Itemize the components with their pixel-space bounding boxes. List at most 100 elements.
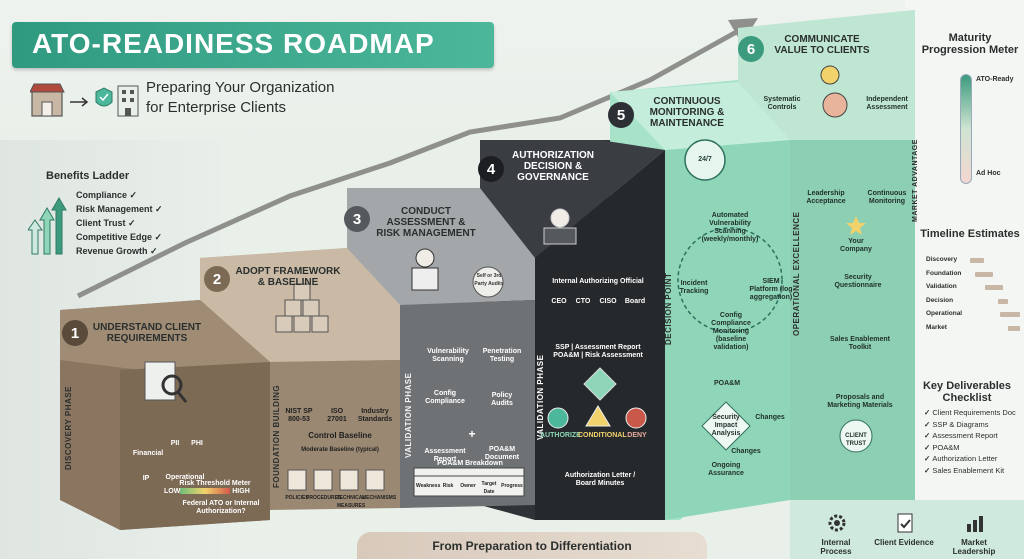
benefits-title: Benefits Ladder	[46, 170, 130, 182]
check-icon: ✓	[924, 442, 933, 452]
risk-low: LOW	[164, 488, 181, 495]
timeline-bar	[975, 271, 993, 277]
your-company: Your Company	[840, 238, 872, 253]
role-board: Board	[624, 298, 646, 305]
poam-table	[413, 467, 525, 497]
poam-col: Risk	[442, 483, 454, 489]
role-ceo: CEO	[551, 298, 567, 305]
role-ciso: CISO	[599, 298, 617, 305]
moderate-baseline: Moderate Baseline (typical)	[301, 447, 379, 453]
timeline-bar	[970, 258, 984, 263]
footer-banner: From Preparation to Differentiation	[357, 532, 707, 559]
ongoing-assurance: Ongoing Assurance	[708, 462, 744, 477]
evidence-doc-icon	[897, 513, 913, 533]
timeline-label: Decision	[926, 296, 954, 304]
step-4-phase: VALIDATION PHASE	[536, 354, 545, 440]
authorizing-official: Internal Authorizing Official	[552, 278, 644, 285]
step5-front	[665, 140, 790, 520]
standard-industry: Industry Standards	[357, 408, 393, 423]
subtitle-line-2: for Enterprise Clients	[146, 99, 287, 116]
step1-item-operational: Operational	[165, 474, 205, 481]
conditional-icon	[585, 405, 611, 427]
leadership-acceptance: Leadership Acceptance	[806, 190, 846, 205]
standard-nist: NIST SP 800-53	[285, 408, 313, 423]
market-leadership-label: Market Leadership	[952, 538, 996, 556]
poam-col: Target Date	[481, 481, 497, 495]
pillars-icon	[287, 469, 385, 491]
timeline-row: Market	[926, 324, 1020, 334]
subtitle: Preparing Your Organization for Enterpri…	[146, 78, 334, 118]
risk-meter-title: Risk Threshold Meter	[179, 480, 251, 487]
deny-icon	[625, 407, 647, 429]
changes-label: Changes	[755, 414, 785, 421]
pillar-policies: POLICIES	[285, 495, 309, 501]
independent-assessment: Independent Assessment	[866, 96, 908, 111]
maturity-meter-title: Maturity Progression Meter	[921, 32, 1019, 56]
cycle-siem: SIEM Platform (log aggregation)	[749, 278, 793, 301]
timeline-row: Foundation	[926, 270, 1020, 280]
cycle-incident: Incident Tracking	[679, 280, 709, 295]
leadership-chart-icon	[967, 516, 983, 532]
step3-item-report: Assessment Report	[424, 448, 466, 463]
step-3-label: CONDUCT ASSESSMENT & RISK MANAGEMENT	[376, 206, 476, 239]
check-icon: ✓	[924, 431, 933, 440]
poam-table-title: POA&M Breakdown	[437, 460, 503, 467]
step5-top	[610, 82, 790, 150]
checklist-item: ✓ POA&M	[924, 442, 960, 452]
check-icon: ✓	[924, 419, 933, 429]
step3-item-policy: Policy Audits	[491, 392, 513, 407]
meter-low-label: Ad Hoc	[976, 170, 1001, 177]
timeline-label: Foundation	[926, 269, 962, 277]
footer-icons: Internal Process Client Evidence Market …	[790, 500, 1024, 559]
deliverables-checklist: ✓ Client Requirements Doc ✓ SSP & Diagra…	[924, 407, 1016, 476]
timeline-bar	[1007, 325, 1020, 331]
step-1-phase: DISCOVERY PHASE	[64, 386, 73, 470]
timeline-bar	[997, 298, 1008, 304]
pillar-technical: TECHNICAL MEASURES	[336, 495, 366, 509]
timeline-label: Operational	[926, 310, 963, 317]
cycle-poam: POA&M	[713, 380, 741, 387]
authorization-letter: Authorization Letter / Board Minutes	[564, 472, 636, 487]
step-5-label: CONTINUOUS MONITORING & MAINTENANCE	[649, 96, 725, 129]
risk-meter-bar	[180, 488, 230, 494]
pillar-mechanisms: MECHANISMS	[362, 495, 397, 501]
step-2-phase: FOUNDATION BUILDING	[272, 384, 281, 488]
risk-high: HIGH	[232, 488, 250, 495]
decision-docs: SSP | Assessment Report POA&M | Risk Ass…	[553, 344, 643, 359]
step3-item-vuln: Vulnerability Scanning	[427, 348, 469, 363]
benefits-list: Compliance ✓ Risk Management ✓ Client Tr…	[76, 188, 163, 258]
pillar-procedures: PROCEDURES	[306, 495, 342, 501]
official-icon	[550, 208, 570, 228]
step6-front	[790, 140, 915, 500]
timeline-label: Market	[926, 323, 947, 331]
poam-col: Weakness	[416, 483, 441, 489]
checklist-title: Key Deliverables Checklist	[922, 380, 1012, 404]
subtitle-line-1: Preparing Your Organization	[146, 79, 335, 96]
benefit-item: Competitive Edge ✓	[76, 232, 163, 242]
step-6-label: COMMUNICATE VALUE TO CLIENTS	[774, 34, 870, 56]
step3-item-pentest: Penetration Testing	[482, 348, 522, 363]
audit-badge-label: Self or 3rd Party Audits	[474, 273, 504, 287]
decision-conditional: CONDITIONAL	[578, 432, 627, 439]
growth-arrows-icon	[28, 197, 67, 255]
checklist-item: ✓ Sales Enablement Kit	[924, 465, 1005, 475]
step-2-label: ADOPT FRAMEWORK & BASELINE	[235, 266, 341, 288]
clock-label: 24/7	[698, 156, 712, 163]
authorize-icon	[547, 407, 569, 429]
timeline-label: Validation	[926, 283, 957, 290]
step3-front	[400, 300, 535, 508]
trophy-icon	[820, 65, 840, 85]
poam-col: Progress	[501, 483, 523, 489]
store-to-enterprise-icon	[30, 83, 139, 117]
sales-toolkit: Sales Enablement Toolkit	[830, 336, 890, 351]
step1-item-ip: IP	[142, 475, 150, 482]
ato-question: Federal ATO or Internal Authorization?	[182, 500, 260, 515]
step1-top	[60, 300, 270, 370]
client-trust-badge: CLIENT TRUST	[845, 433, 867, 447]
step-3-phase: VALIDATION PHASE	[404, 372, 413, 458]
check-icon: ✓	[924, 408, 933, 417]
handshake-icon	[822, 92, 848, 118]
star-icon	[846, 216, 866, 235]
systematic-controls: Systematic Controls	[763, 96, 801, 111]
